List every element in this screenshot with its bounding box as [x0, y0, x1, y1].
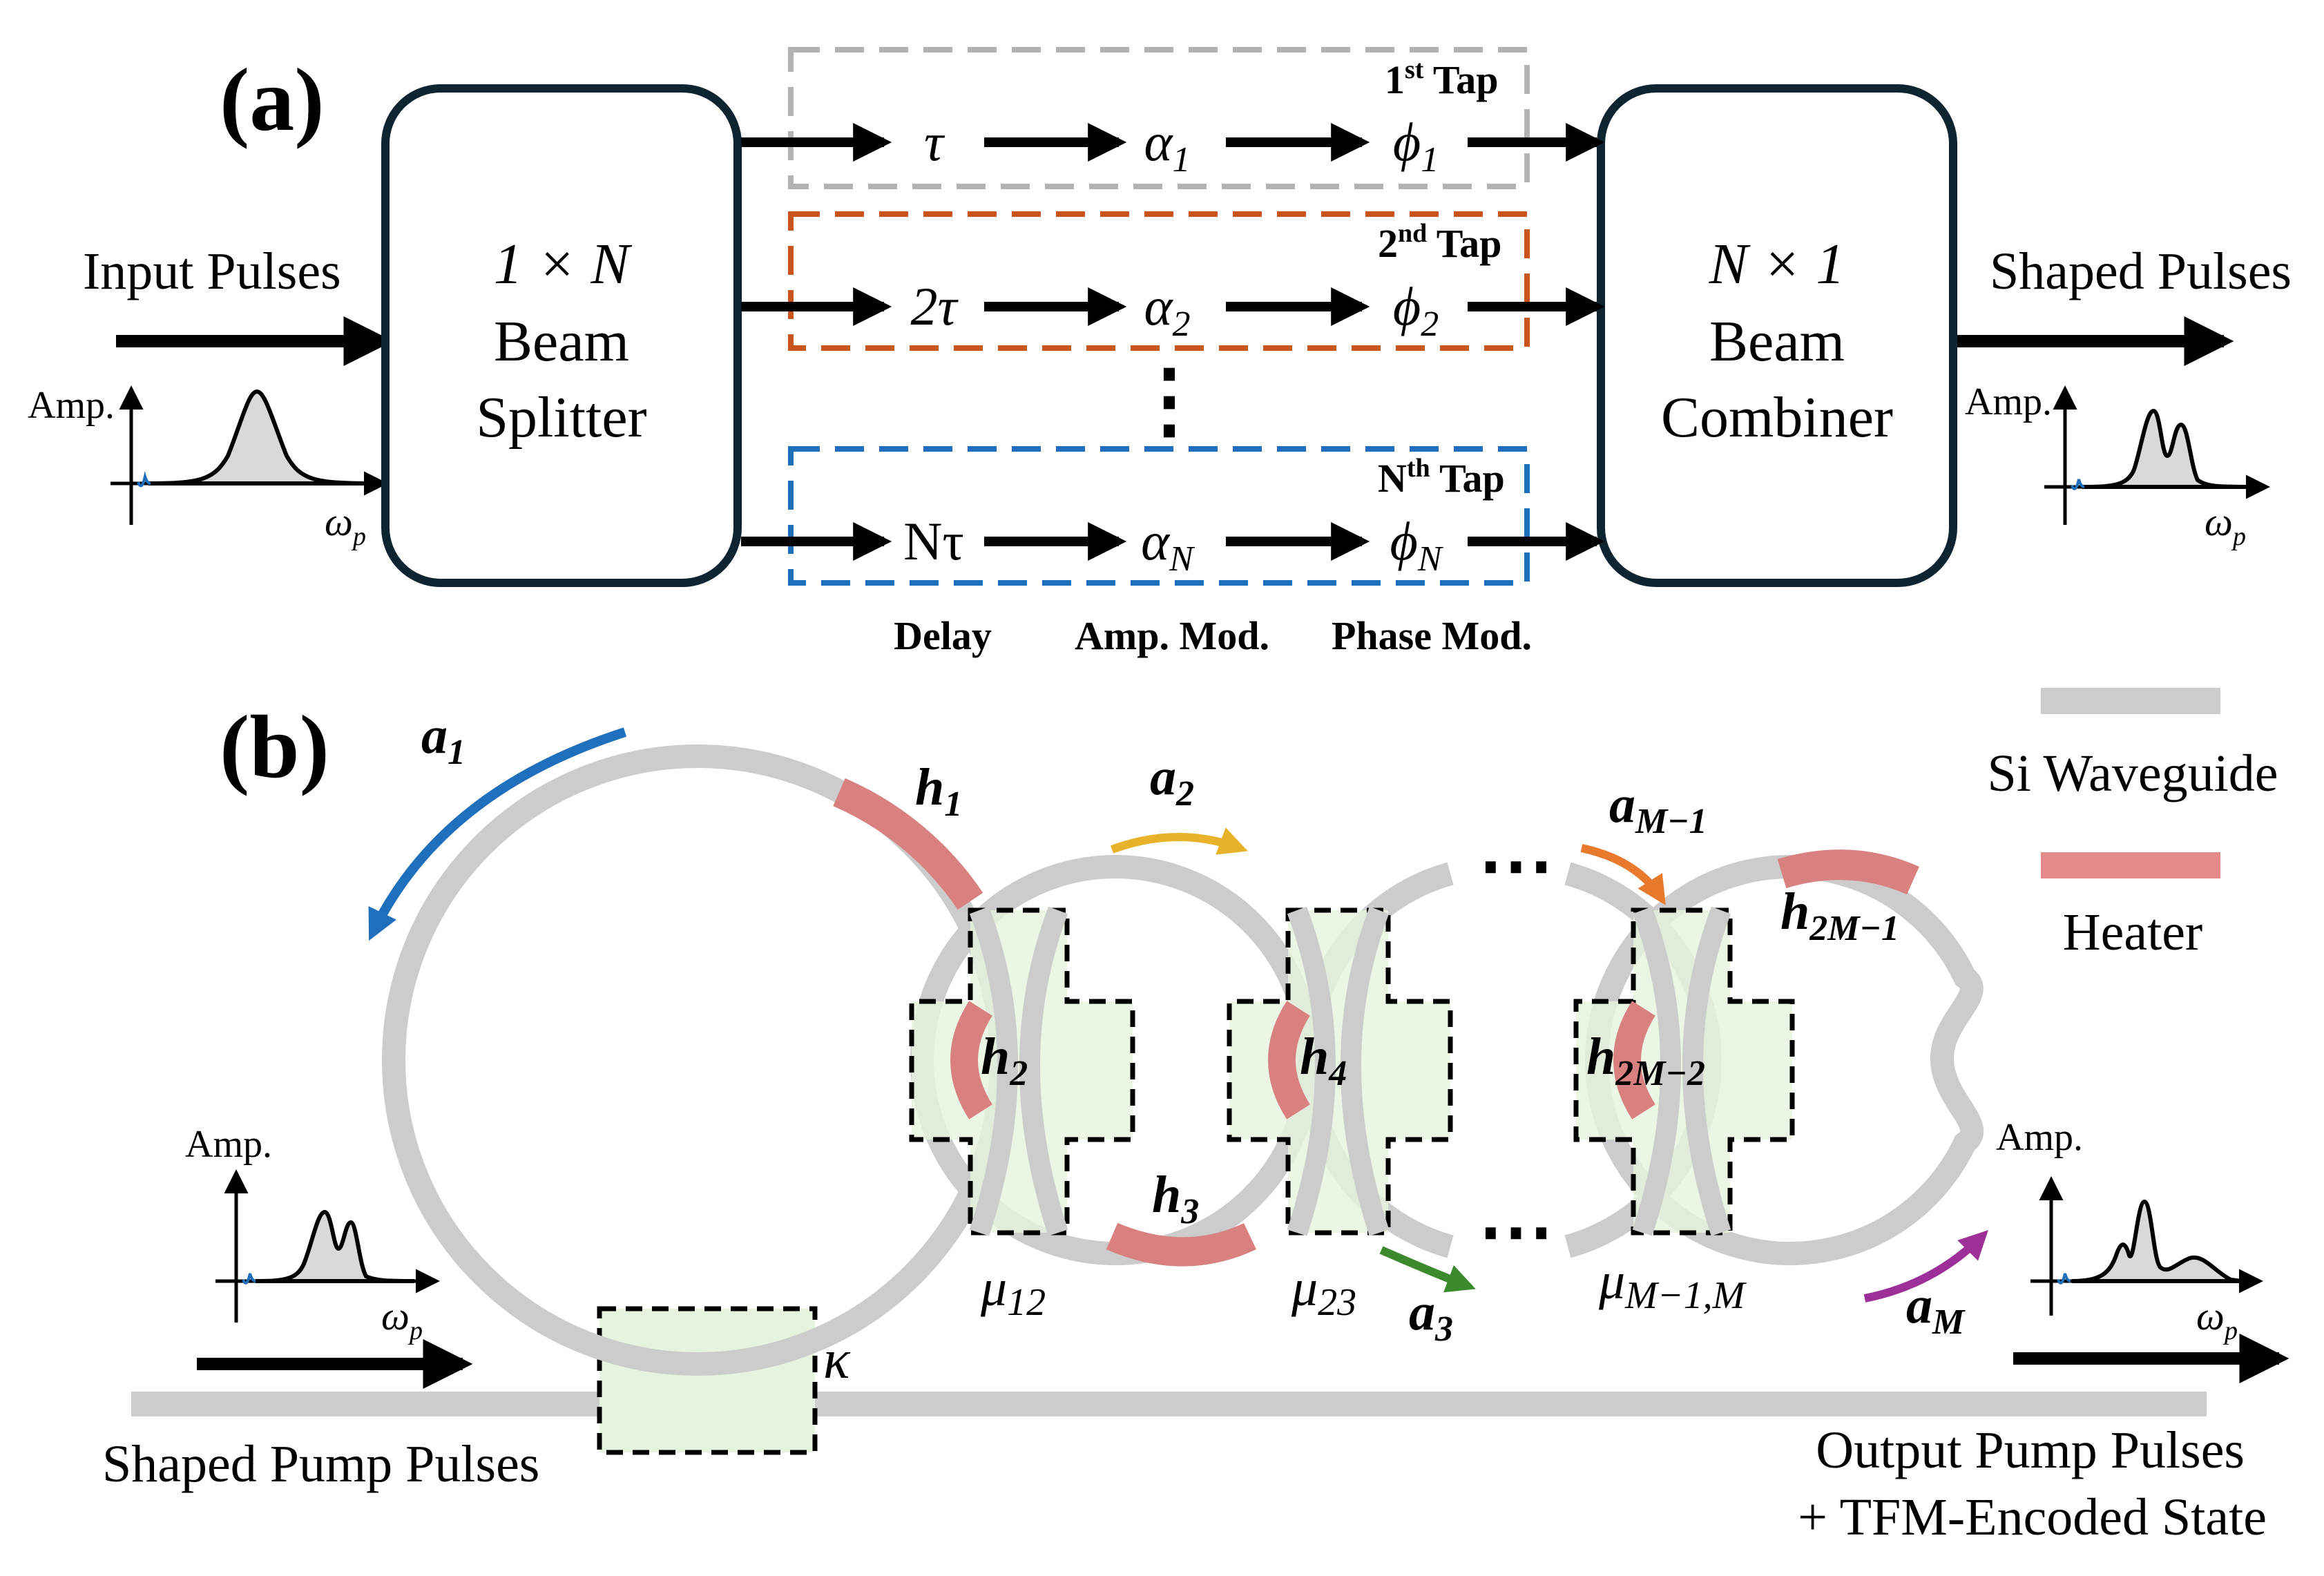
- svg-text:ωp: ωp: [2205, 499, 2246, 551]
- heater-h2m2: [1613, 1001, 1656, 1119]
- output-plot-ylabel: Amp.: [1965, 381, 2052, 423]
- tap-1-phase: ϕ1: [1393, 112, 1439, 180]
- pump-input-xlabel: ω: [381, 1294, 410, 1338]
- arrow-am: [1863, 1230, 1988, 1303]
- arrow-am1: [1580, 844, 1666, 905]
- tap-2-box: [788, 211, 1530, 351]
- ring-dots-top: ⋯: [1478, 823, 1554, 907]
- arrow-a3: [1379, 1246, 1476, 1293]
- pump-output-plot: Amp. ωp: [1996, 1116, 2263, 1345]
- coupler-kappa-region: [597, 1306, 818, 1455]
- label-a3: a3: [1409, 1283, 1453, 1349]
- pump-input-plot: Amp. ωp: [185, 1123, 440, 1345]
- heater-h2: [950, 1001, 993, 1119]
- shaped-pump-pulses-label: Shaped Pump Pulses: [102, 1435, 539, 1493]
- label-mum: μM−1,M: [1598, 1252, 1747, 1317]
- col-label-phase: Phase Mod.: [1332, 613, 1532, 658]
- label-h2m2: h2M−2: [1586, 1028, 1705, 1093]
- input-spectrum-plot: Amp. ωp: [28, 384, 388, 551]
- label-mu12: μ12: [980, 1259, 1046, 1324]
- pump-input-curve: [255, 1209, 415, 1283]
- tap-2-amp: α2: [1144, 276, 1191, 344]
- pump-input-xlabel-sub: p: [407, 1316, 423, 1345]
- label-a1: a1: [421, 707, 465, 772]
- tap-2-title: 2nd Tap: [1378, 219, 1501, 266]
- label-am: aM: [1906, 1276, 1966, 1342]
- splitter-line1: 1 × N: [494, 232, 633, 296]
- svg-text:ωp: ωp: [325, 499, 366, 551]
- pump-input-ylabel: Amp.: [185, 1123, 272, 1166]
- panel-b-label: (b): [220, 698, 329, 797]
- heater-h1: [833, 778, 983, 910]
- tap-2-delay: 2τ: [911, 276, 959, 336]
- heater-h2m1: [1777, 849, 1919, 895]
- tap-1-amp: α1: [1144, 112, 1191, 180]
- label-a2: a2: [1150, 748, 1194, 814]
- pump-output-xlabel-sub: p: [2222, 1316, 2238, 1345]
- tap-n-delay: Nτ: [903, 511, 964, 571]
- shaped-pulses-label: Shaped Pulses: [1990, 242, 2292, 300]
- output-pulse-curve: [2082, 408, 2249, 489]
- beam-splitter-box: [381, 84, 742, 587]
- coupler-mu23: [1227, 907, 1453, 1236]
- output-plot-xlabel: ω: [2205, 499, 2233, 544]
- tap-n-phase: ϕN: [1390, 511, 1443, 579]
- output-pump-pulses-label: Output Pump Pulses: [1816, 1421, 2245, 1479]
- label-mu23: μ23: [1291, 1259, 1356, 1324]
- legend-waveguide-label: Si Waveguide: [1988, 744, 2278, 803]
- ring-dots-bottom: ⋯: [1478, 1189, 1554, 1274]
- combiner-line3: Combiner: [1661, 385, 1893, 450]
- tap-2-phase: ϕ2: [1393, 276, 1439, 344]
- label-kappa: κ: [823, 1329, 851, 1390]
- output-spectrum-plot: Amp. ωp: [1965, 381, 2270, 551]
- label-am1: aM−1: [1609, 776, 1707, 841]
- input-pulses-label: Input Pulses: [83, 242, 341, 300]
- panel-a-label: (a): [220, 50, 325, 150]
- output-plot-xlabel-sub: p: [2231, 522, 2246, 551]
- combiner-line2: Beam: [1709, 309, 1845, 374]
- tap-n-amp: αN: [1141, 511, 1195, 579]
- label-h1: h1: [915, 758, 962, 824]
- legend-heater-label: Heater: [2063, 903, 2203, 961]
- tfm-encoded-state-label: + TFM-Encoded State: [1798, 1488, 2267, 1546]
- tap-row-1: 1st Tap τ α1 ϕ1: [741, 47, 1605, 189]
- label-h2: h2: [981, 1028, 1028, 1093]
- pump-output-curve: [2071, 1199, 2242, 1283]
- col-label-amp: Amp. Mod.: [1075, 613, 1269, 658]
- heater-h3: [1106, 1222, 1256, 1267]
- col-label-delay: Delay: [894, 613, 992, 658]
- label-h3: h3: [1152, 1166, 1199, 1231]
- tap-row-2: 2nd Tap 2τ α2 ϕ2: [741, 211, 1605, 351]
- splitter-line3: Splitter: [476, 385, 646, 450]
- tap-1-title: 1st Tap: [1385, 55, 1499, 102]
- tap-n-title: Nth Tap: [1378, 454, 1505, 501]
- tap-1-box: [788, 47, 1530, 189]
- pump-output-ylabel: Amp.: [1996, 1116, 2083, 1159]
- label-h4: h4: [1300, 1028, 1347, 1093]
- tap-row-n: Nth Tap Nτ αN ϕN: [741, 446, 1605, 586]
- tap-ellipsis: ⋮: [1128, 354, 1211, 446]
- heater-h4: [1268, 1001, 1311, 1119]
- svg-text:ωp: ωp: [2196, 1294, 2238, 1345]
- arrow-a2: [1110, 827, 1248, 855]
- input-plot-ylabel: Amp.: [28, 384, 115, 427]
- label-h2m1: h2M−1: [1780, 883, 1899, 948]
- splitter-line2: Beam: [494, 309, 629, 374]
- input-pulse-curve: [148, 389, 374, 486]
- input-plot-xlabel-sub: p: [351, 522, 366, 551]
- input-plot-xlabel: ω: [325, 499, 353, 544]
- beam-combiner-box: [1597, 84, 1957, 587]
- pump-output-xlabel: ω: [2196, 1294, 2225, 1338]
- tap-1-delay: τ: [924, 112, 945, 172]
- svg-text:ωp: ωp: [381, 1294, 423, 1345]
- arrow-a1: [368, 727, 627, 941]
- tap-n-box: [788, 446, 1530, 586]
- combiner-line1: N × 1: [1709, 232, 1845, 296]
